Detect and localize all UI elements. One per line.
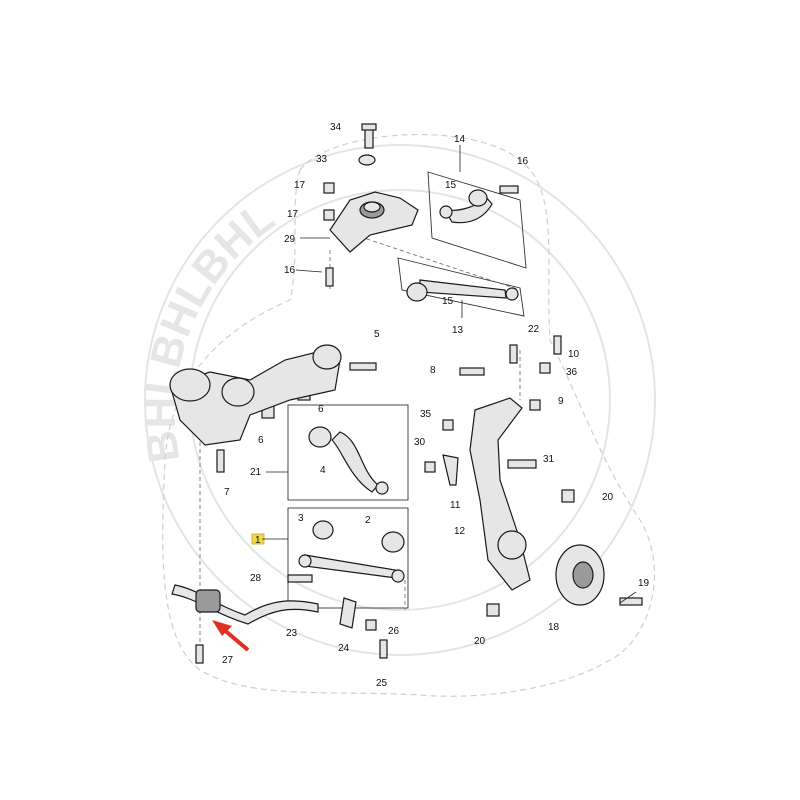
callout-16-top: 16	[517, 156, 529, 167]
callout-25: 25	[376, 678, 388, 689]
callout-18: 18	[548, 622, 560, 633]
callout-9: 9	[558, 396, 564, 407]
callout-22: 22	[528, 324, 540, 335]
centre-lines	[199, 229, 521, 660]
callout-20-bottom: 20	[474, 636, 486, 647]
callout-15-top: 15	[445, 180, 457, 191]
frame-21	[287, 404, 409, 501]
callout-17-mid: 17	[287, 209, 299, 220]
callout-28: 28	[250, 573, 262, 584]
callout-20-right: 20	[602, 492, 614, 503]
callout-13: 13	[452, 325, 464, 336]
callout-12: 12	[454, 526, 466, 537]
callout-16-left: 16	[284, 265, 296, 276]
leader-lines	[262, 145, 637, 604]
callout-5: 5	[374, 329, 380, 340]
callout-7: 7	[224, 487, 230, 498]
callout-31: 31	[543, 454, 555, 465]
callout-23: 23	[286, 628, 298, 639]
top-mount-29	[329, 191, 419, 253]
subframe	[169, 344, 342, 446]
callout-19: 19	[638, 578, 650, 589]
upper-arms	[406, 189, 519, 302]
frame-14	[427, 171, 527, 269]
callout-33: 33	[316, 154, 328, 165]
callout-2: 2	[365, 515, 371, 526]
callout-8: 8	[430, 365, 436, 376]
link-11	[442, 454, 459, 486]
callout-29: 29	[284, 234, 296, 245]
hub-18	[555, 544, 605, 606]
red-arrow-icon	[212, 620, 250, 652]
callout-36: 36	[566, 367, 578, 378]
callout-6-left: 6	[258, 435, 264, 446]
callout-30: 30	[414, 437, 426, 448]
callout-1: 1	[255, 535, 261, 546]
callout-35: 35	[420, 409, 432, 420]
bracket-24	[339, 597, 357, 629]
frame-13	[397, 257, 525, 317]
small-fasteners	[195, 123, 643, 664]
callout-6-right: 6	[318, 404, 324, 415]
callout-26: 26	[388, 626, 400, 637]
callout-10: 10	[568, 349, 580, 360]
knuckle-12	[469, 397, 531, 591]
arm-21	[308, 426, 389, 495]
callout-15-mid: 15	[442, 296, 454, 307]
callout-labels: 34 33 14 16 17 15 17 29 16 15 13 5 22 10…	[222, 122, 650, 689]
callout-34: 34	[330, 122, 342, 133]
callout-4: 4	[320, 465, 326, 476]
callout-14: 14	[454, 134, 466, 145]
callout-24: 24	[338, 643, 350, 654]
callout-11: 11	[450, 500, 461, 511]
callout-17-top: 17	[294, 180, 306, 191]
callout-3: 3	[298, 513, 304, 524]
anti-roll-bar-23	[171, 584, 319, 625]
arm-1	[298, 520, 405, 583]
callout-21: 21	[250, 467, 262, 478]
callout-27: 27	[222, 655, 234, 666]
